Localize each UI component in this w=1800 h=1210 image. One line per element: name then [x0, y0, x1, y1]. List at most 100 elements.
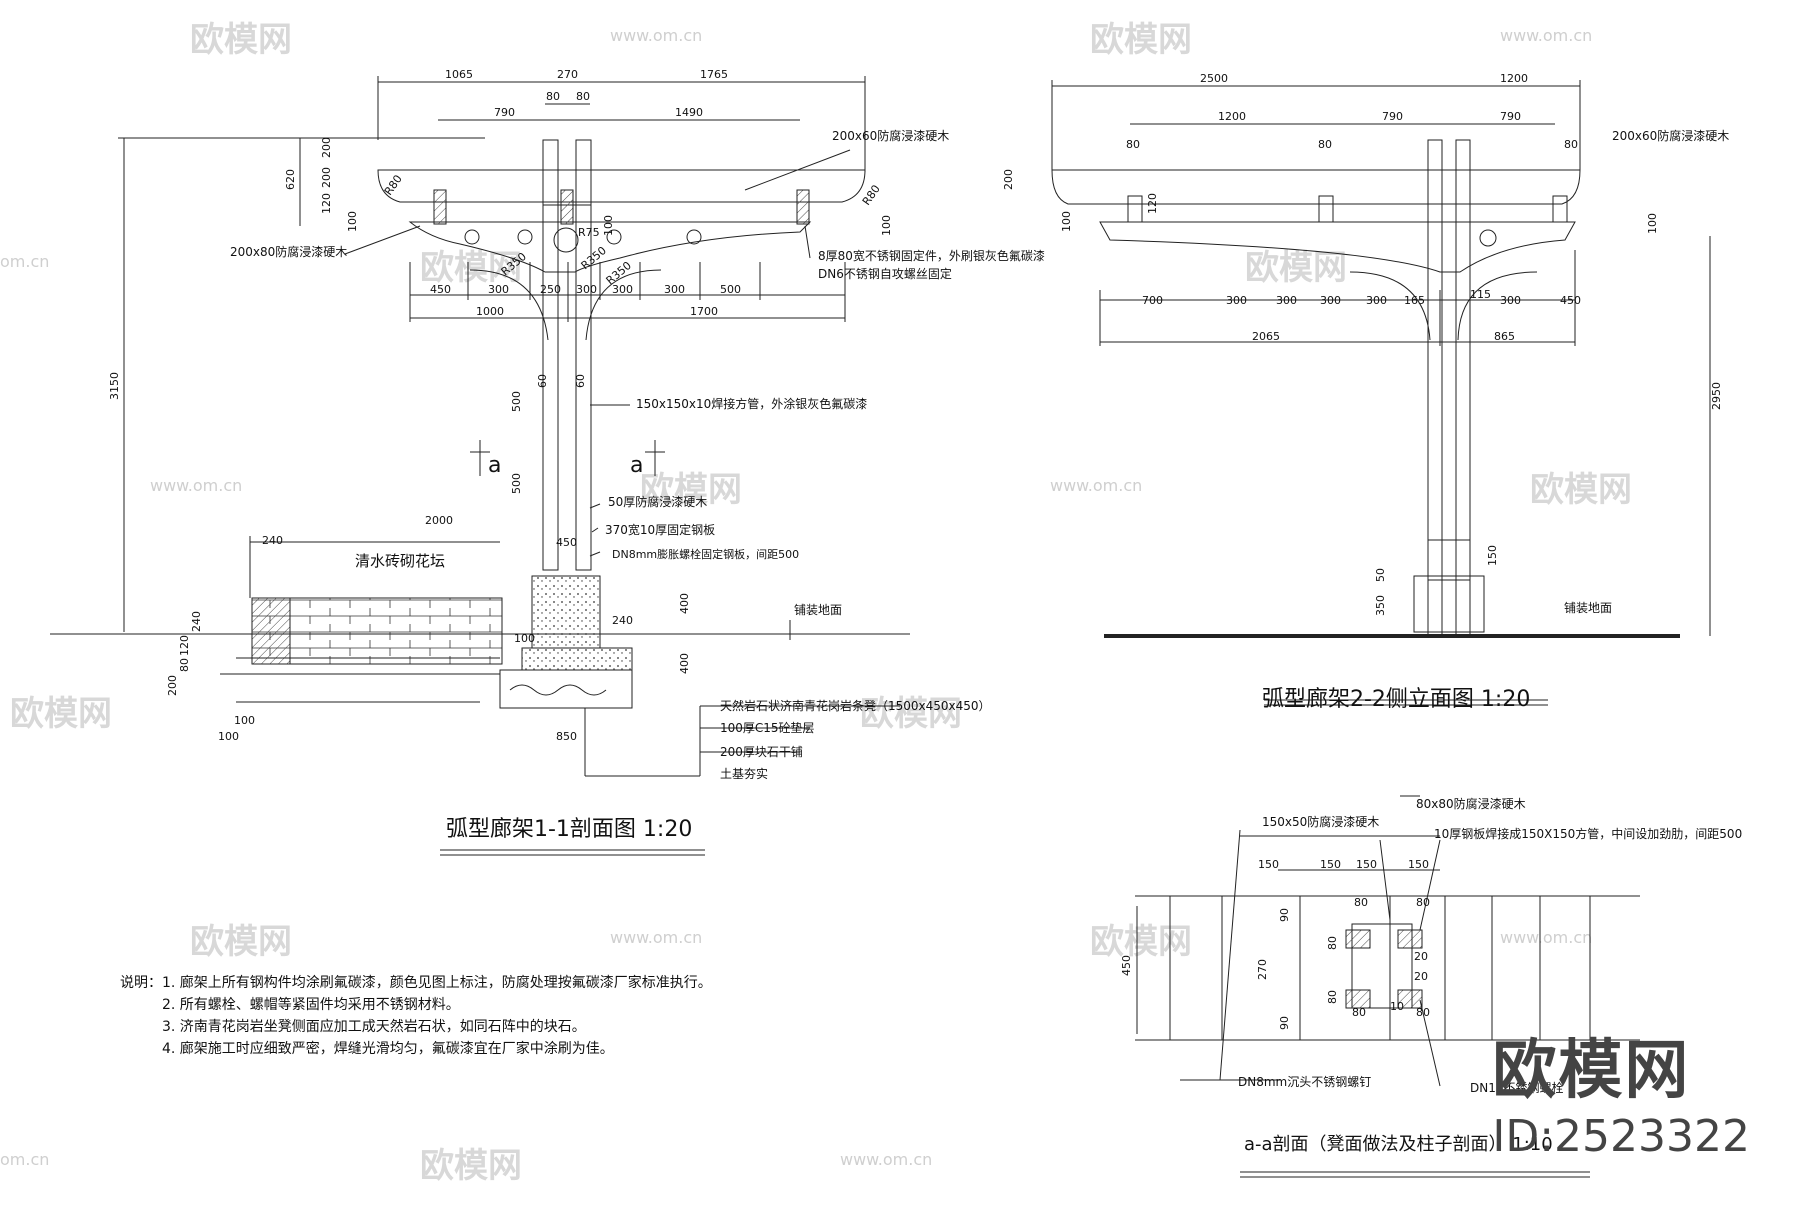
callout-rubble: 200厚块石干铺	[720, 745, 803, 759]
callout-steel: 10厚钢板焊接成150X150方管，中间设加劲肋，间距500	[1434, 826, 1742, 841]
dim-label: 150	[1356, 858, 1377, 871]
dim-label: 300	[1276, 294, 1297, 307]
callout-beam: 200x60防腐浸漆硬木	[1612, 128, 1729, 143]
section-mark-a: a	[488, 453, 501, 478]
radius-label: R350	[579, 244, 609, 272]
watermark-url: www.om.cn	[1500, 928, 1593, 947]
watermark-logo: 欧模网	[1245, 248, 1347, 288]
note-item: 4. 廊架施工时应细致严密，焊缝光滑均匀，氟碳漆宜在厂家中涂刷为佳。	[162, 1041, 614, 1057]
dim-label: 80	[1564, 138, 1578, 151]
dim-label: 400	[678, 653, 691, 674]
callout-paving: 铺装地面	[794, 603, 842, 617]
watermark-url: www.om.cn	[610, 26, 703, 45]
dim-label: 90	[1278, 908, 1291, 922]
dim-label: 865	[1494, 330, 1515, 343]
dim-label: 2065	[1252, 330, 1280, 343]
dim-label: 240	[190, 611, 203, 632]
callout-planter: 清水砖砌花坛	[355, 552, 445, 570]
dim-label: 450	[1120, 955, 1133, 976]
dim-label: 120	[320, 193, 333, 214]
watermark-url: www.om.cn	[1050, 476, 1143, 495]
dim-label: 80	[1416, 896, 1430, 909]
callout-beam-low: 200x80防腐浸漆硬木	[230, 244, 347, 259]
dim-label: 80	[1318, 138, 1332, 151]
callout-steel-plate: 370宽10厚固定钢板	[605, 522, 715, 537]
watermark-url: www.om.cn	[1500, 26, 1593, 45]
dim-label: 1765	[700, 68, 728, 81]
dim-label: 80	[1354, 896, 1368, 909]
dim-label: 1200	[1218, 110, 1246, 123]
brand-watermark: 欧模网 ID:2523322	[1492, 1019, 1750, 1162]
dim-label: 240	[262, 534, 283, 547]
notes-heading: 说明：	[120, 975, 162, 991]
radius-label: R80	[860, 183, 883, 208]
title-section-1-1: 弧型廊架1-1剖面图 1:20	[446, 817, 692, 842]
dim-label: 500	[510, 473, 523, 494]
dim-label: 500	[510, 391, 523, 412]
dim-label: 500	[720, 283, 741, 296]
section-mark-a: a	[630, 453, 643, 478]
watermark-url: www.om.cn	[610, 928, 703, 947]
dim-label: 2000	[425, 514, 453, 527]
callout-soil: 土基夯实	[720, 766, 768, 781]
callout-beam-top: 200x60防腐浸漆硬木	[832, 128, 949, 143]
dim-label: 790	[1382, 110, 1403, 123]
dim-label: 20	[1414, 970, 1428, 983]
dim-label: 450	[556, 536, 577, 549]
dim-label: 50	[1374, 568, 1387, 582]
watermark-url: www.om.cn	[840, 1150, 933, 1169]
dim-label: 240	[612, 614, 633, 627]
dim-label: 790	[1500, 110, 1521, 123]
dim-label: 300	[1366, 294, 1387, 307]
note-item: 3. 济南青花岗岩坐凳侧面应加工成天然岩石状，如同石阵中的块石。	[162, 1019, 586, 1035]
radius-label: R350	[499, 250, 529, 278]
dim-label: 1490	[675, 106, 703, 119]
brand-name: 欧模网	[1492, 1034, 1691, 1108]
dim-label: 400	[678, 593, 691, 614]
section-a-a	[1135, 795, 1640, 1178]
note-item: 1. 廊架上所有钢构件均涂刷氟碳漆，颜色见图上标注，防腐处理按氟碳漆厂家标准执行…	[162, 975, 712, 991]
dim-label: 2950	[1710, 382, 1723, 410]
dim-label: 100	[218, 730, 239, 743]
callout-post: 80x80防腐浸漆硬木	[1416, 796, 1526, 811]
dim-label: 1000	[476, 305, 504, 318]
title-elevation-2-2: 弧型廊架2-2侧立面图 1:20	[1262, 687, 1530, 712]
dim-label: 300	[1320, 294, 1341, 307]
dim-label: 120	[178, 635, 191, 656]
dim-label: 100	[514, 632, 535, 645]
dim-label: 1065	[445, 68, 473, 81]
watermark-logo: 欧模网	[420, 248, 522, 288]
dim-label: 150	[1408, 858, 1429, 871]
callout-plate: 8厚80宽不锈钢固定件，外刷银灰色氟碳漆	[818, 248, 1045, 263]
callout-stone: 天然岩石状济南青花岗岩条凳（1500x450x450）	[720, 698, 991, 713]
callout-timber: 50厚防腐浸漆硬木	[608, 494, 707, 509]
callout-bolt: DN6不锈钢自攻螺丝固定	[818, 266, 952, 281]
elevation-2-2	[1051, 80, 1711, 706]
dim-label: 300	[1500, 294, 1521, 307]
dim-label: 100	[880, 215, 893, 236]
watermark-logo: 欧模网	[190, 922, 292, 962]
dim-label: 620	[284, 169, 297, 190]
dim-label: 200	[1002, 169, 1015, 190]
callout-board: 150x50防腐浸漆硬木	[1262, 814, 1379, 829]
dim-label: 300	[488, 283, 509, 296]
dim-label: 200	[320, 167, 333, 188]
callout-anchor: DN8mm膨胀螺栓固定钢板，间距500	[612, 547, 799, 561]
dim-label: 90	[1278, 1016, 1291, 1030]
dim-label: 10	[1390, 1000, 1404, 1013]
callout-bolt: DN10不锈钢螺栓	[1470, 1080, 1564, 1095]
dim-label: 150	[1320, 858, 1341, 871]
dim-label: 80	[576, 90, 590, 103]
dim-label: 120	[1146, 193, 1159, 214]
dim-label: 80	[1126, 138, 1140, 151]
watermark-url: om.cn	[0, 252, 50, 271]
watermark-logo: 欧模网	[1530, 470, 1632, 510]
dim-label: 165	[1404, 294, 1425, 307]
watermark-url: www.om.cn	[150, 476, 243, 495]
dim-label: 115	[1470, 288, 1491, 301]
dim-label: 20	[1414, 950, 1428, 963]
dim-label: 150	[1486, 545, 1499, 566]
watermark-logo: 欧模网	[640, 470, 742, 510]
dim-label: 100	[346, 211, 359, 232]
